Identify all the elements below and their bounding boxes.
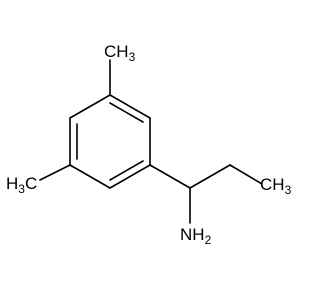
ring-double-bond <box>109 160 144 181</box>
ring-bond <box>109 94 151 119</box>
chiral-to-ch2-bond <box>189 164 231 189</box>
ring-bond <box>69 94 111 119</box>
methyl-left-label: H3C <box>6 174 38 196</box>
structure-diagram: CH3 H3C CH3 NH2 <box>6 42 292 247</box>
ring-bond <box>109 164 151 189</box>
ring-bond <box>69 164 111 189</box>
methyl-right-label: CH3 <box>260 175 292 197</box>
methyl-left-bond <box>39 164 71 181</box>
ring-to-chiral-bond <box>149 164 191 189</box>
methyl-top-label: CH3 <box>104 42 136 64</box>
bond-lines <box>39 59 263 224</box>
ch2-to-ch3-bond <box>229 164 263 185</box>
ring-double-bond <box>109 102 144 123</box>
amine-label: NH2 <box>180 225 212 247</box>
